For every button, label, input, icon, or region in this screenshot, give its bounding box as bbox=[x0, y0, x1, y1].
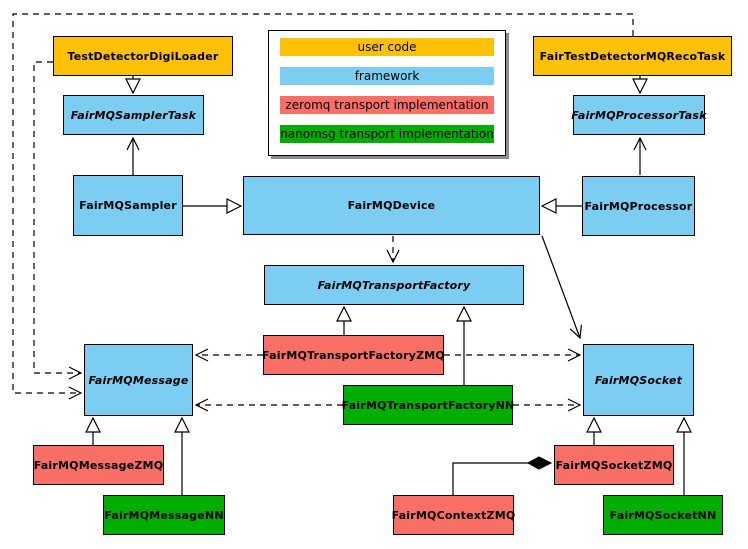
legend-item-zeromq: zeromq transport implementation bbox=[280, 96, 494, 114]
node-fairmqtransportfactorynn: FairMQTransportFactoryNN bbox=[342, 385, 514, 425]
legend-item-framework: framework bbox=[280, 67, 494, 85]
legend-item-user-code: user code bbox=[280, 38, 494, 56]
node-fairmqmessagezmq: FairMQMessageZMQ bbox=[33, 445, 164, 485]
node-fairmqsocket: FairMQSocket bbox=[583, 344, 694, 416]
legend-item-nanomsg: nanomsg transport implementation bbox=[280, 125, 494, 143]
legend: user code framework zeromq transport imp… bbox=[268, 30, 506, 156]
node-fairmqprocessortask: FairMQProcessorTask bbox=[571, 95, 706, 135]
node-fairmqmessage: FairMQMessage bbox=[84, 344, 193, 416]
node-fairmqtransportfactory: FairMQTransportFactory bbox=[264, 265, 524, 305]
edge-testdetectordigiloader-fairmqmessage bbox=[33, 61, 81, 373]
node-fairmqmessagenn: FairMQMessageNN bbox=[103, 495, 225, 535]
node-testdetectordigiloader: TestDetectorDigiLoader bbox=[53, 36, 233, 76]
node-fairmqcontextzmq: FairMQContextZMQ bbox=[392, 495, 515, 535]
node-fairmqtransportfactoryzmq: FairMQTransportFactoryZMQ bbox=[262, 335, 445, 375]
node-fairmqsocketzmq: FairMQSocketZMQ bbox=[554, 445, 674, 485]
node-fairmqsamplertask: FairMQSamplerTask bbox=[63, 95, 204, 135]
edge-fairmqdevice-fairmqsocket bbox=[541, 235, 580, 338]
node-fairmqdevice: FairMQDevice bbox=[243, 176, 540, 235]
edge-fairmqcontextzmq-fairmqsocketzmq bbox=[452, 463, 551, 495]
node-fairmqprocessor: FairMQProcessor bbox=[582, 176, 695, 236]
edge-fairtestdetectormqrecotask-fairmqmessage bbox=[12, 13, 634, 393]
node-fairmqsampler: FairMQSampler bbox=[73, 175, 183, 236]
node-fairmqsocketnn: FairMQSocketNN bbox=[603, 495, 723, 535]
node-fairtestdetectormqrecotask: FairTestDetectorMQRecoTask bbox=[533, 36, 732, 76]
